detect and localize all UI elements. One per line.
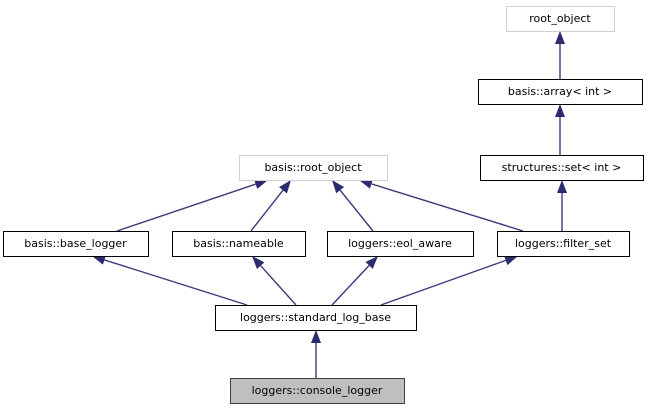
class-node-label: loggers::standard_log_base bbox=[240, 311, 391, 324]
class-node-label: root_object bbox=[529, 12, 591, 25]
class-node-loggers-console-logger[interactable]: loggers::console_logger bbox=[230, 378, 405, 404]
arrowhead-icon bbox=[359, 179, 373, 189]
inheritance-edge bbox=[359, 179, 524, 232]
arrowhead-icon bbox=[252, 256, 265, 270]
inheritance-edge bbox=[555, 104, 565, 155]
arrowhead-icon bbox=[311, 330, 321, 343]
inheritance-edge bbox=[252, 256, 297, 306]
class-node-structures-set-int[interactable]: structures::set< int > bbox=[480, 155, 644, 181]
class-node-box[interactable] bbox=[506, 6, 615, 32]
class-node-basis-array-int[interactable]: basis::array< int > bbox=[478, 79, 643, 105]
class-node-label: loggers::filter_set bbox=[515, 237, 612, 250]
inheritance-edge bbox=[557, 180, 567, 231]
class-node-box[interactable] bbox=[230, 378, 405, 404]
class-node-label: basis::base_logger bbox=[24, 237, 127, 250]
class-node-box[interactable] bbox=[497, 231, 630, 257]
class-node-label: loggers::console_logger bbox=[252, 384, 383, 397]
arrowhead-icon bbox=[279, 180, 291, 194]
class-node-box[interactable] bbox=[480, 155, 644, 181]
inheritance-edge bbox=[332, 180, 374, 232]
class-node-loggers-eol-aware[interactable]: loggers::eol_aware bbox=[327, 231, 474, 257]
class-node-label: loggers::eol_aware bbox=[348, 237, 452, 250]
inheritance-edge bbox=[331, 256, 378, 306]
inheritance-edge bbox=[116, 179, 268, 232]
arrowhead-icon bbox=[332, 180, 345, 194]
class-node-label: basis::array< int > bbox=[508, 85, 612, 98]
arrowhead-icon bbox=[504, 255, 518, 266]
class-node-loggers-filter-set[interactable]: loggers::filter_set bbox=[497, 231, 630, 257]
class-node-basis-root-object[interactable]: basis::root_object bbox=[239, 155, 388, 181]
inheritance-edge bbox=[250, 180, 291, 232]
edges-layer bbox=[92, 31, 567, 378]
inheritance-edge bbox=[92, 255, 248, 306]
class-node-box[interactable] bbox=[327, 231, 474, 257]
class-node-box[interactable] bbox=[239, 155, 388, 181]
arrowhead-icon bbox=[555, 31, 565, 44]
arrowhead-icon bbox=[557, 180, 567, 193]
class-node-box[interactable] bbox=[3, 231, 149, 257]
class-node-label: basis::root_object bbox=[264, 161, 362, 174]
inheritance-edge bbox=[555, 31, 565, 79]
arrowhead-icon bbox=[92, 255, 106, 265]
arrowhead-icon bbox=[365, 256, 378, 269]
arrowhead-icon bbox=[555, 104, 565, 117]
class-node-basis-base-logger[interactable]: basis::base_logger bbox=[3, 231, 149, 257]
class-node-box[interactable] bbox=[172, 231, 306, 257]
class-node-basis-nameable[interactable]: basis::nameable bbox=[172, 231, 306, 257]
class-node-root-object[interactable]: root_object bbox=[506, 6, 615, 32]
class-node-loggers-standard-log-base[interactable]: loggers::standard_log_base bbox=[215, 305, 417, 331]
class-node-box[interactable] bbox=[478, 79, 643, 105]
class-node-label: basis::nameable bbox=[193, 237, 284, 250]
inheritance-edge bbox=[311, 330, 321, 378]
arrowhead-icon bbox=[254, 179, 268, 189]
class-node-box[interactable] bbox=[215, 305, 417, 331]
inheritance-edge bbox=[380, 255, 518, 306]
class-node-label: structures::set< int > bbox=[502, 161, 622, 174]
